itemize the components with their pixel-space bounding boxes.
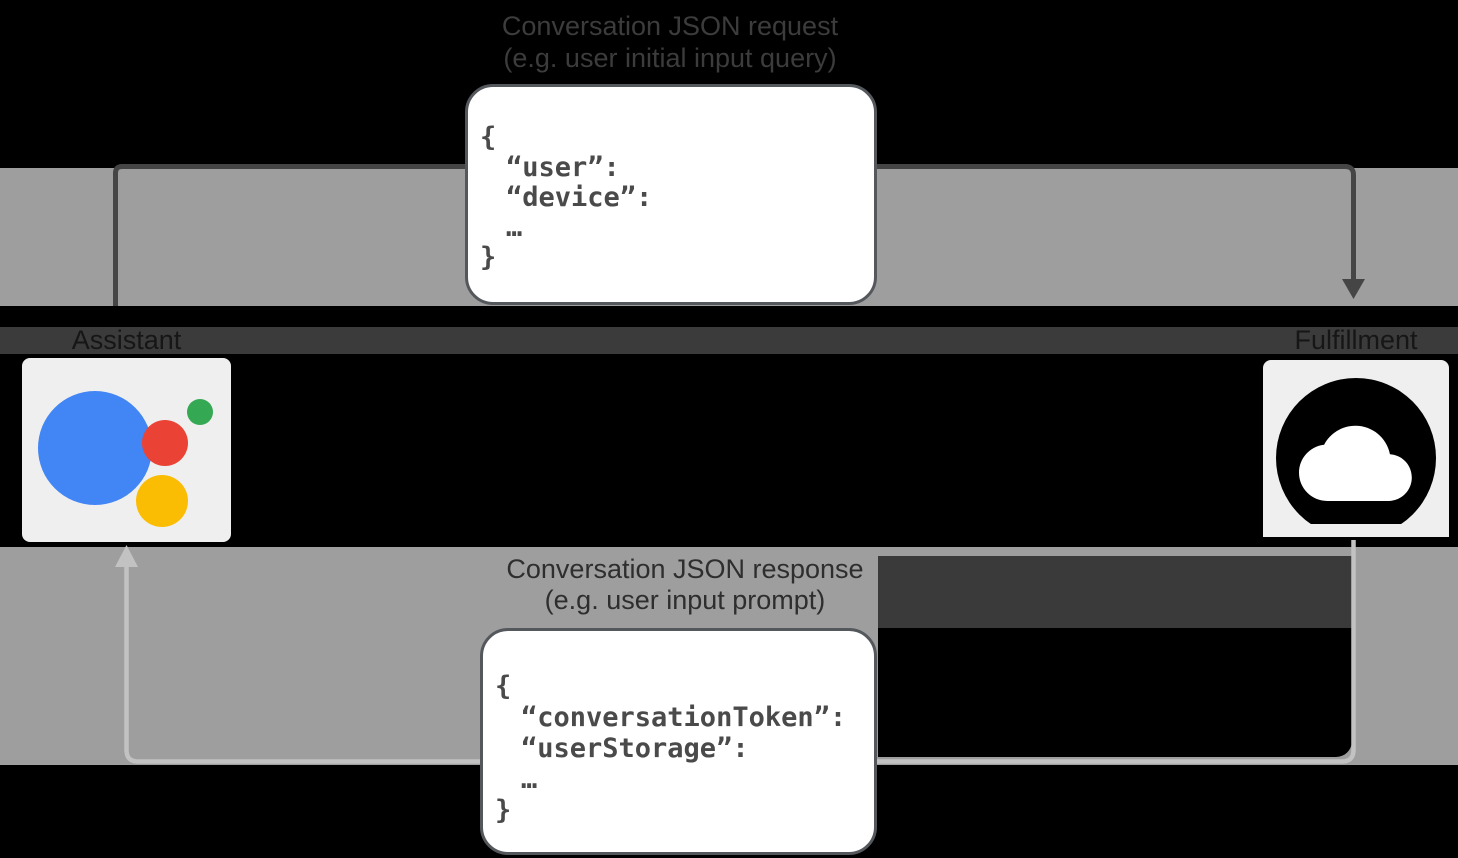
code-line: … bbox=[521, 764, 538, 795]
node-label-band bbox=[0, 327, 1458, 354]
response-label-title: Conversation JSON response bbox=[506, 554, 864, 584]
request-label-title: Conversation JSON request bbox=[501, 11, 839, 41]
code-line: “user”: bbox=[506, 152, 620, 183]
request-json-box: { “user”: “device”: … } bbox=[465, 84, 877, 305]
code-line: “conversationToken”: bbox=[521, 702, 847, 733]
assistant-node bbox=[22, 358, 231, 542]
request-label-subtitle: (e.g. user initial input query) bbox=[503, 43, 837, 73]
code-line: { bbox=[495, 671, 512, 702]
code-line: } bbox=[480, 242, 497, 273]
response-label: Conversation JSON response (e.g. user in… bbox=[285, 554, 1085, 616]
assistant-yellow-circle bbox=[136, 475, 188, 527]
fulfillment-label: Fulfillment bbox=[1294, 325, 1418, 355]
response-label-subtitle: (e.g. user input prompt) bbox=[544, 585, 826, 615]
assistant-blue-circle bbox=[38, 391, 152, 505]
response-json-box: { “conversationToken”: “userStorage”: … … bbox=[480, 628, 877, 855]
code-line: { bbox=[480, 122, 497, 153]
request-label: Conversation JSON request (e.g. user ini… bbox=[270, 10, 1070, 74]
code-line: } bbox=[495, 795, 512, 826]
code-line: “userStorage”: bbox=[521, 733, 749, 764]
fulfillment-node bbox=[1263, 360, 1449, 538]
assistant-label: Assistant bbox=[71, 325, 182, 355]
response-arrow-inner-gap bbox=[878, 628, 1352, 757]
assistant-green-circle bbox=[187, 399, 213, 425]
cloud-icon bbox=[1263, 378, 1449, 538]
code-line: … bbox=[506, 212, 523, 243]
assistant-red-circle bbox=[142, 420, 188, 466]
google-assistant-logo-icon bbox=[38, 391, 213, 527]
code-line: “device”: bbox=[506, 182, 653, 213]
